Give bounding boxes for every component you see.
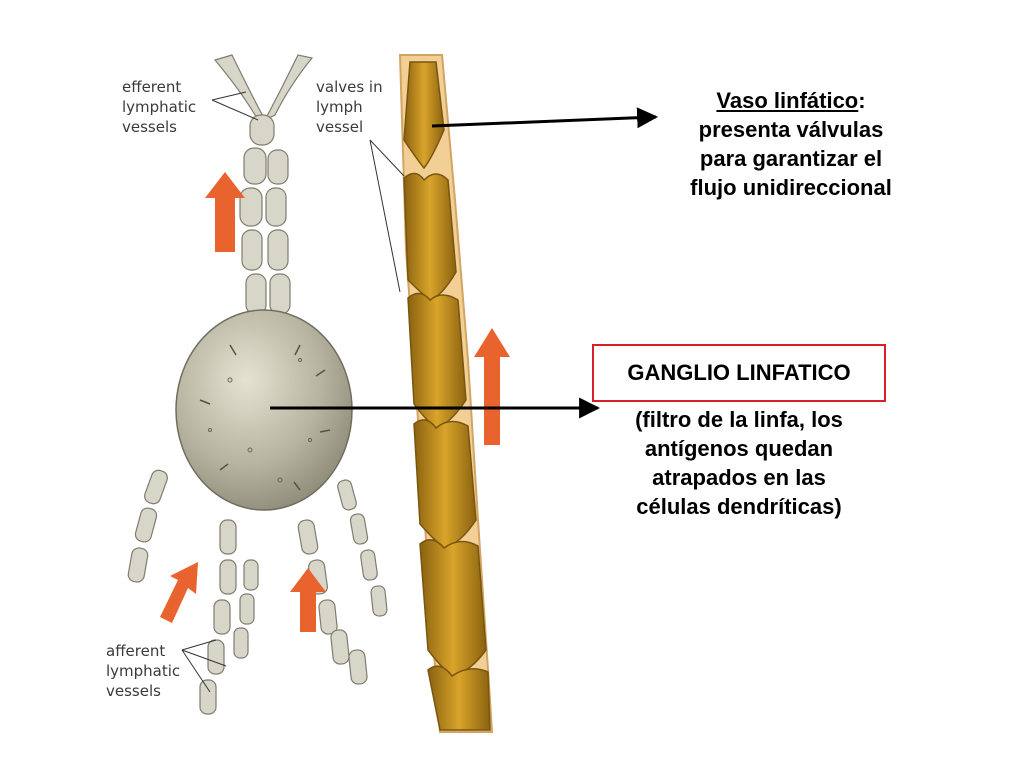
flow-arrow-vessel — [474, 328, 510, 445]
svg-text:valves in: valves in — [316, 78, 383, 96]
efferent-vessels — [213, 54, 314, 315]
caption-ganglio-description: (filtro de la linfa, los antígenos queda… — [592, 405, 886, 521]
svg-text:vessels: vessels — [122, 118, 177, 136]
caption-ganglio-line-2: antígenos quedan — [644, 436, 834, 461]
flow-arrow-afferent-left — [160, 562, 198, 623]
caption-ganglio-line-4: células dendríticas) — [636, 494, 842, 519]
label-efferent: efferent lymphatic vessels — [122, 78, 259, 136]
caption-vaso-title: Vaso linfático: — [660, 86, 922, 115]
caption-vaso-line-3: flujo unidireccional — [690, 175, 892, 200]
flow-arrows — [160, 172, 510, 632]
lymph-vessel-with-valves — [398, 54, 494, 733]
caption-vaso-colon: : — [858, 88, 866, 113]
afferent-vessels — [127, 469, 388, 715]
efferent-label-line-2: lymphatic — [122, 98, 196, 116]
valve-segments — [403, 61, 491, 731]
pointer-arrow-vaso — [431, 107, 659, 129]
caption-ganglio-line-3: atrapados en las — [652, 465, 826, 490]
caption-ganglio-line-1: (filtro de la linfa, los — [635, 407, 843, 432]
efferent-label-line-1: efferent — [122, 78, 181, 96]
lymph-node — [175, 309, 353, 511]
valves-label-line-2: lymph — [316, 98, 363, 116]
afferent-label-line-1: afferent — [106, 642, 165, 660]
flow-arrow-afferent-right — [290, 568, 326, 632]
caption-vaso-line-1: presenta válvulas — [698, 117, 884, 142]
caption-ganglio-title: GANGLIO LINFATICO — [627, 360, 851, 385]
flow-arrow-top — [205, 172, 245, 252]
afferent-label-line-2: lymphatic — [106, 662, 180, 680]
valves-label-line-3: vessel — [316, 118, 363, 136]
svg-text:lymphatic: lymphatic — [122, 98, 196, 116]
caption-vaso-term: Vaso linfático — [716, 88, 859, 113]
label-valves: valves in lymph vessel — [316, 78, 405, 293]
caption-ganglio-title-box: GANGLIO LINFATICO — [592, 344, 886, 402]
caption-vaso-linfatico: Vaso linfático: presenta válvulas para g… — [660, 86, 922, 202]
svg-text:afferent: afferent — [106, 642, 165, 660]
caption-vaso-line-2: para garantizar el — [699, 146, 883, 171]
label-afferent: afferent lymphatic vessels — [106, 639, 227, 700]
valves-label-line-1: valves in — [316, 78, 383, 96]
svg-text:vessels: vessels — [106, 682, 161, 700]
svg-text:lymph: lymph — [316, 98, 363, 116]
svg-text:efferent: efferent — [122, 78, 181, 96]
svg-text:lymphatic: lymphatic — [106, 662, 180, 680]
efferent-label-line-3: vessels — [122, 118, 177, 136]
svg-text:vessel: vessel — [316, 118, 363, 136]
afferent-label-line-3: vessels — [106, 682, 161, 700]
